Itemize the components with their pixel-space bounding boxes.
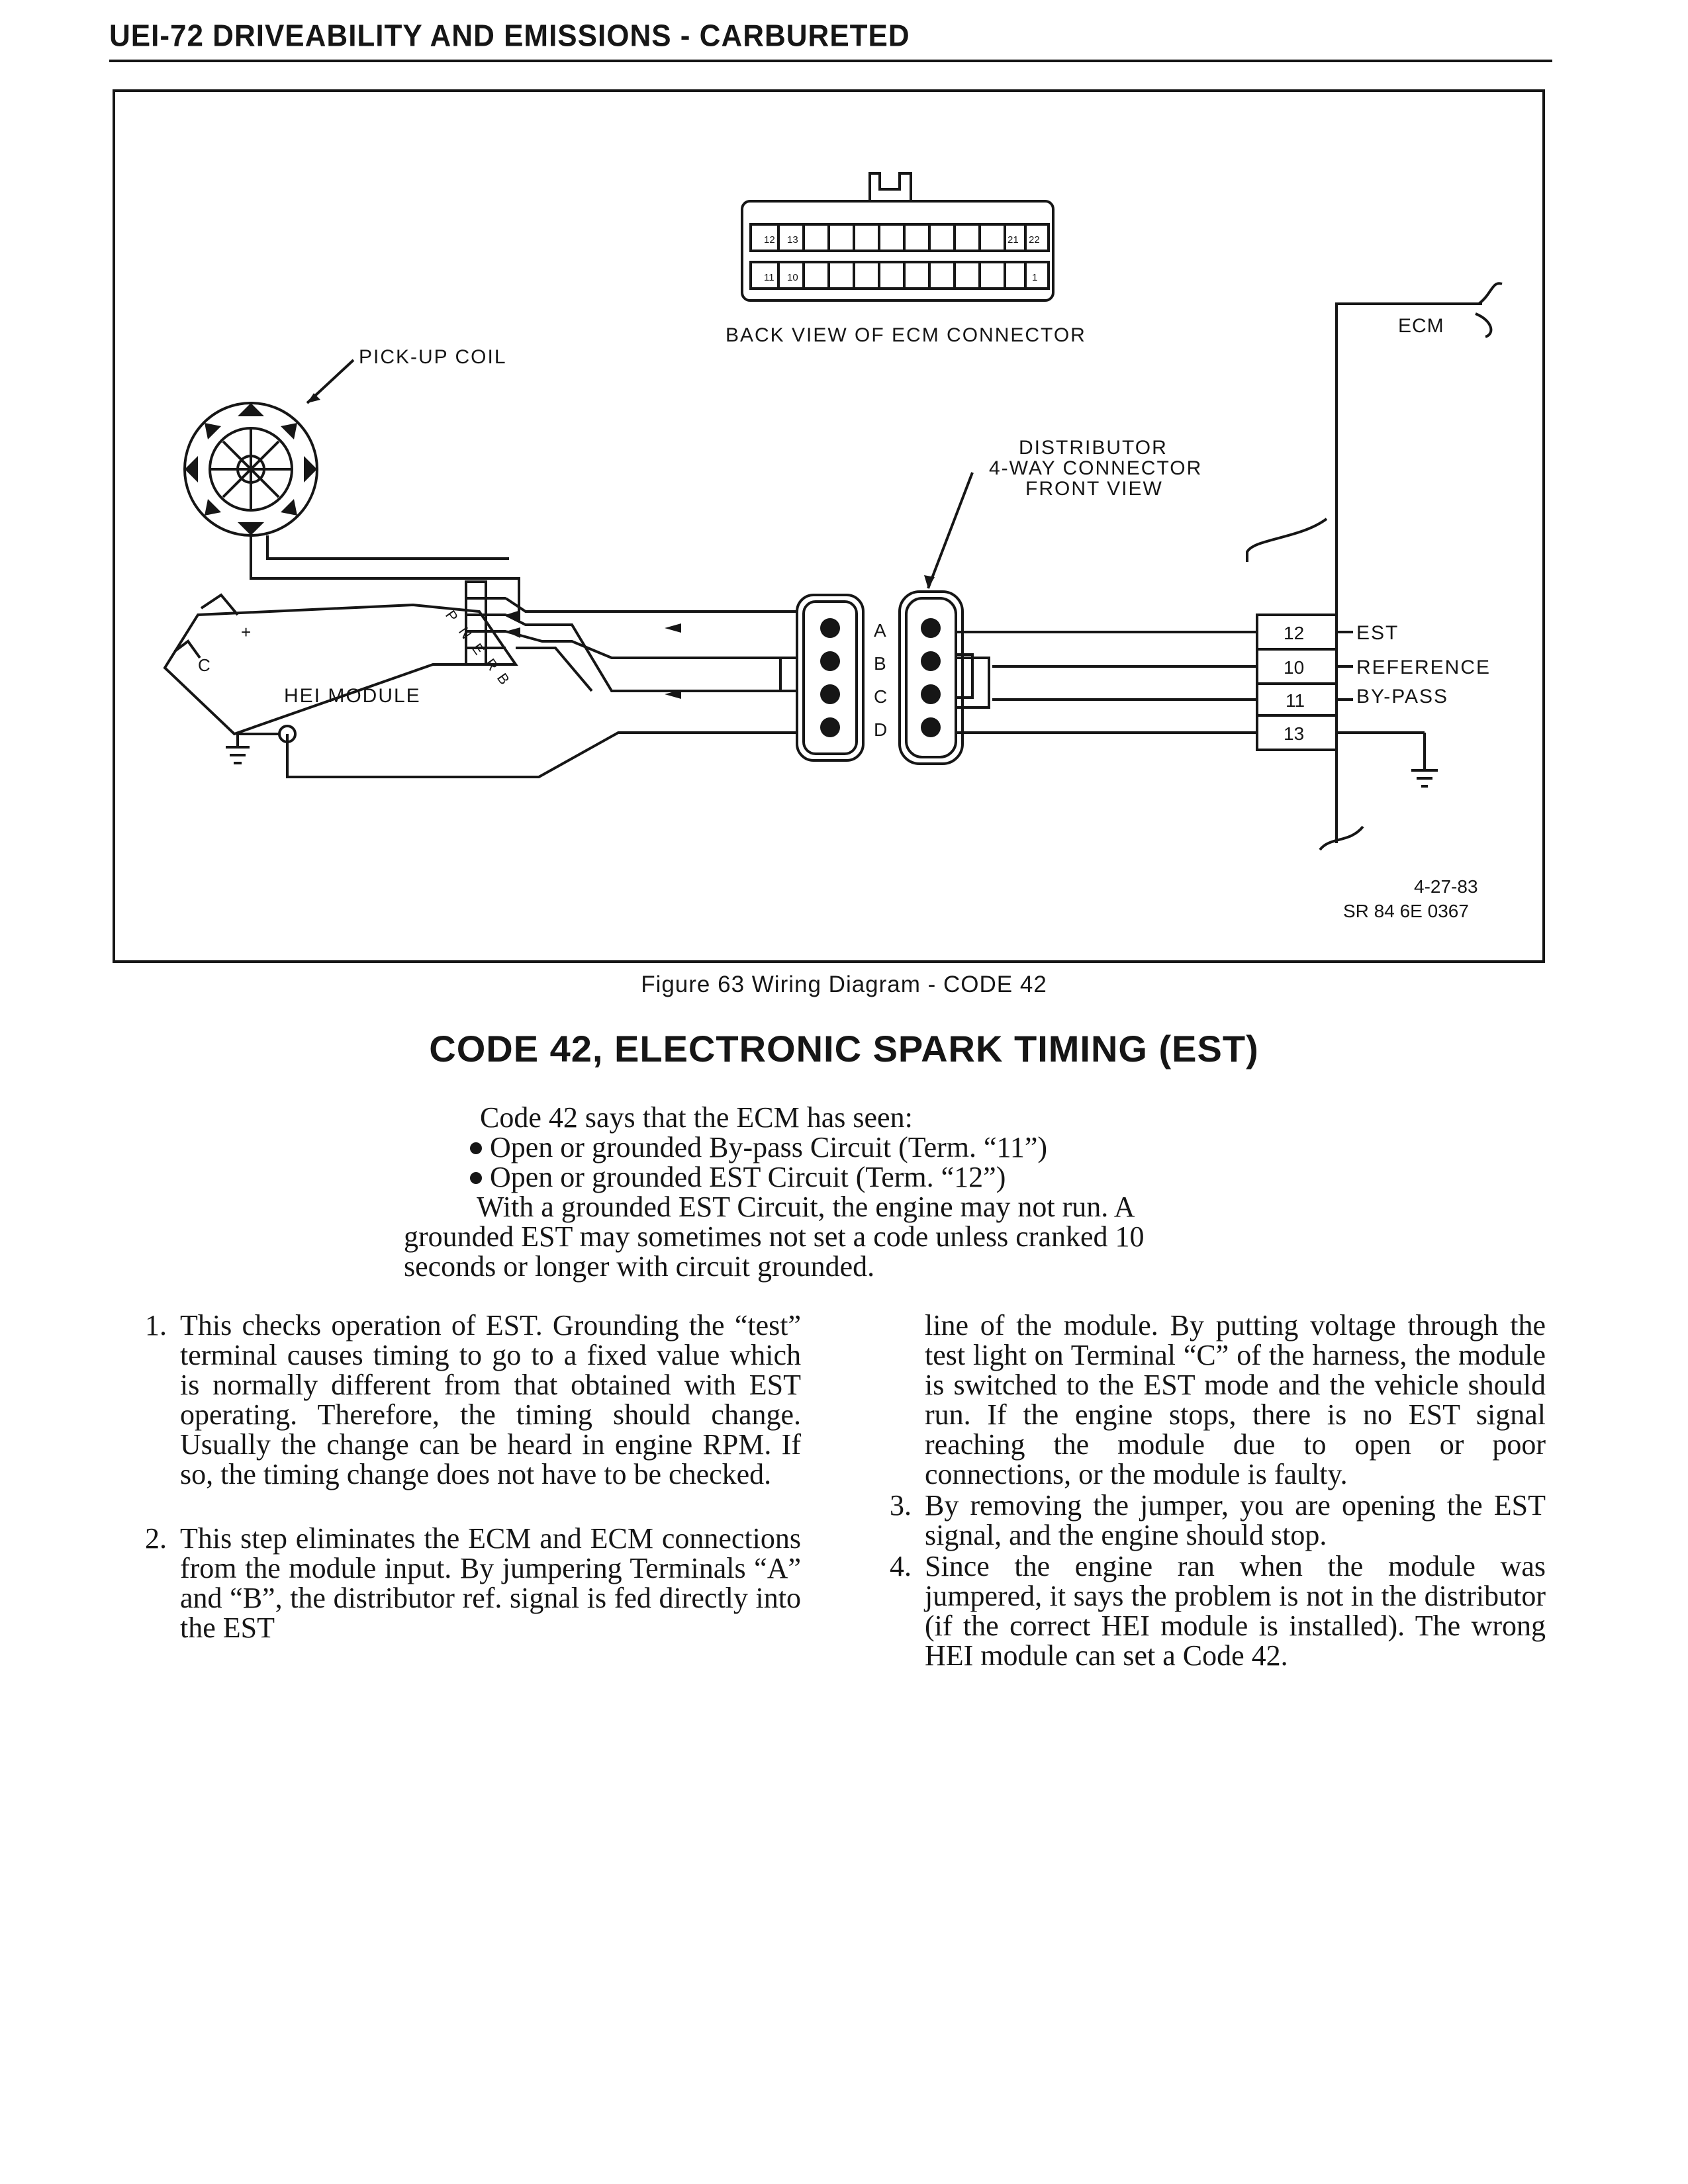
bullet-icon [470, 1142, 482, 1154]
ecm-pin-21: 21 [1008, 234, 1019, 246]
bypass-label: BY-PASS [1356, 686, 1448, 707]
step-number: 3. [890, 1489, 912, 1522]
intro-bullet: Open or grounded By-pass Circuit (Term. … [404, 1132, 1264, 1162]
est-label: EST [1356, 622, 1399, 644]
step-text: This checks operation of EST. Grounding … [180, 1309, 801, 1490]
distributor-4-way-label: 4-WAY CONNECTOR [989, 457, 1202, 479]
ecm-terminal-13: 13 [1284, 723, 1304, 744]
intro-line: grounded EST may sometimes not set a cod… [404, 1220, 1145, 1253]
section-title: CODE 42, ELECTRONIC SPARK TIMING (EST) [429, 1028, 1259, 1069]
front-view-label: FRONT VIEW [1025, 478, 1163, 500]
step-continuation: line of the module. By putting voltage t… [925, 1310, 1546, 1489]
left-column: 1. This checks operation of EST. Groundi… [145, 1309, 801, 1644]
intro-block: Code 42 says that the ECM has seen: Open… [404, 1103, 1264, 1281]
ecm-pin-11: 11 [764, 272, 774, 283]
ecm-terminal-12: 12 [1284, 623, 1304, 643]
step-text: line of the module. By putting voltage t… [925, 1309, 1546, 1490]
date-code: 4-27-83 [1414, 876, 1478, 897]
ecm-pin-12: 12 [764, 234, 775, 246]
step-number: 4. [890, 1550, 912, 1582]
step-text: By removing the jumper, you are opening … [925, 1489, 1546, 1551]
intro-line: With a grounded EST Circuit, the engine … [477, 1191, 1135, 1223]
module-c-label: C [198, 655, 211, 675]
intro-line: Code 42 says that the ECM has seen: [480, 1101, 913, 1134]
page-header: UEI-72 DRIVEABILITY AND EMISSIONS - CARB… [109, 19, 910, 54]
ecm-pin-13: 13 [787, 234, 798, 246]
module-terminal-b: B [494, 670, 513, 688]
ecm-pin-22: 22 [1029, 234, 1040, 246]
distributor-label: DISTRIBUTOR [1019, 437, 1168, 459]
step-number: 1. [145, 1309, 167, 1342]
intro-bullet: Open or grounded EST Circuit (Term. “12”… [404, 1162, 1264, 1192]
header-rule [109, 60, 1552, 62]
step-item: 1. This checks operation of EST. Groundi… [145, 1309, 801, 1490]
intro-line: seconds or longer with circuit grounded. [404, 1250, 875, 1283]
ecm-label: ECM [1398, 315, 1444, 337]
bullet-icon [470, 1171, 482, 1184]
connector-letter-b: B [874, 653, 886, 674]
connector-letter-a: A [874, 620, 886, 641]
pickup-coil-label: PICK-UP COIL [359, 346, 507, 368]
reference-label: REFERENCE [1356, 657, 1491, 678]
figure-caption: Figure 63 Wiring Diagram - CODE 42 [641, 972, 1047, 997]
right-column: line of the module. By putting voltage t… [890, 1310, 1546, 1672]
ecm-terminal-11: 11 [1286, 690, 1305, 711]
wiring-diagram-figure: 12 13 21 22 11 10 1 BACK VIEW OF ECM CON… [113, 89, 1545, 963]
ecm-outline [1335, 302, 1482, 843]
step-item: 3. By removing the jumper, you are openi… [890, 1489, 1546, 1551]
step-item: 4. Since the engine ran when the module … [890, 1550, 1546, 1672]
ecm-pin-1: 1 [1032, 272, 1037, 283]
module-plus-label: + [241, 622, 251, 642]
connector-letter-d: D [874, 719, 887, 740]
ecm-connector [741, 172, 1055, 302]
ecm-connector-label: BACK VIEW OF ECM CONNECTOR [726, 324, 1086, 346]
ecm-pin-10: 10 [787, 272, 798, 283]
reference-code: SR 84 6E 0367 [1343, 901, 1469, 921]
step-item: 2. This step eliminates the ECM and ECM … [145, 1522, 801, 1644]
ecm-terminal-10: 10 [1284, 657, 1304, 678]
hei-module-outline [163, 603, 518, 736]
connector-letter-c: C [874, 686, 887, 707]
step-number: 2. [145, 1522, 167, 1555]
step-text: Since the engine ran when the module was… [925, 1550, 1546, 1672]
wiring-diagram: 12 13 21 22 11 10 1 BACK VIEW OF ECM CON… [163, 172, 1503, 921]
hei-module-label: HEI MODULE [284, 685, 421, 707]
step-text: This step eliminates the ECM and ECM con… [180, 1522, 801, 1644]
module-terminal-n: N [455, 624, 475, 642]
